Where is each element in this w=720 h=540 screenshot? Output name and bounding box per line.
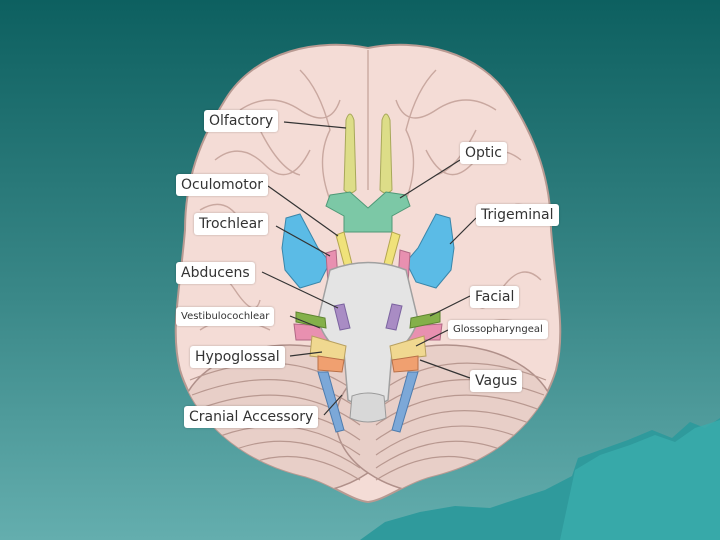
label-trochlear: Trochlear — [194, 213, 268, 235]
label-trigeminal: Trigeminal — [476, 204, 559, 226]
olfactory-bulb-left — [343, 113, 357, 194]
label-optic: Optic — [460, 142, 507, 164]
label-vestibulocochlear: Vestibulocochlear — [176, 307, 275, 326]
accessory-nerve-left — [317, 371, 345, 433]
abducens-nerve-right — [385, 303, 403, 331]
leader-vestibulocochlear — [289, 315, 321, 329]
label-vagus: Vagus — [470, 370, 523, 392]
vagus-nerve-left — [317, 355, 345, 373]
accessory-nerve-right — [391, 371, 419, 433]
optic-chiasm — [325, 191, 411, 233]
leader-abducens — [261, 271, 339, 309]
vagus-nerve-right — [391, 355, 419, 373]
leader-lines — [261, 121, 477, 416]
leader-facial — [429, 295, 471, 317]
trigeminal-nerve-left — [281, 213, 331, 289]
leader-oculomotor — [267, 185, 339, 237]
label-cranial-accessory: Cranial Accessory — [184, 406, 319, 428]
leader-optic — [399, 159, 461, 199]
leader-hypoglossal — [289, 351, 323, 357]
leader-trochlear — [275, 225, 331, 257]
facial-nerve-right — [409, 311, 441, 329]
leader-vagus — [419, 359, 471, 379]
label-glossopharyngeal: Glossopharyngeal — [448, 320, 548, 339]
leader-trigeminal — [449, 217, 477, 245]
label-hypoglossal: Hypoglossal — [190, 346, 285, 368]
medulla — [349, 392, 387, 423]
label-olfactory: Olfactory — [204, 110, 279, 132]
leader-accessory — [323, 394, 343, 416]
olfactory-bulb-right — [379, 113, 393, 194]
mountain-highlight — [560, 420, 720, 540]
trigeminal-nerve-right — [405, 213, 455, 289]
label-oculomotor: Oculomotor — [176, 174, 269, 196]
abducens-nerve-left — [333, 303, 351, 331]
leader-glossopharyngeal — [415, 329, 449, 347]
label-facial: Facial — [470, 286, 520, 308]
leader-olfactory — [283, 121, 347, 129]
label-abducens: Abducens — [176, 262, 255, 284]
